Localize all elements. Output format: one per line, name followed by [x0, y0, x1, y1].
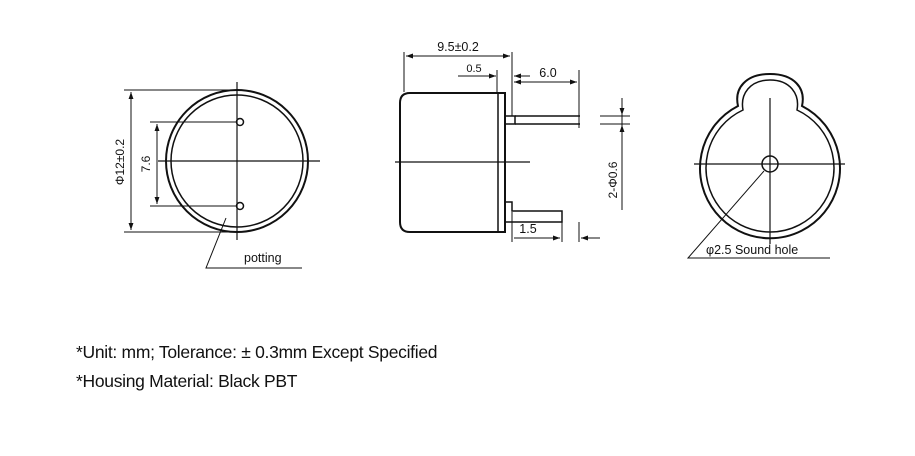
housing-material-note: *Housing Material: Black PBT [76, 371, 298, 391]
lower-pin [505, 201, 563, 223]
pin-diameter-label: 2-Φ0.6 [606, 161, 620, 198]
back-view: φ2.5 Sound hole [686, 72, 845, 259]
pin-bend-label: 1.5 [519, 222, 536, 236]
pin-bottom [235, 201, 245, 211]
housing-inner-outline [705, 79, 835, 233]
housing-outline-with-tab [699, 72, 841, 240]
housing-body [399, 92, 506, 233]
unit-tolerance-note: *Unit: mm; Tolerance: ± 0.3mm Except Spe… [76, 342, 438, 362]
pin-top [235, 117, 245, 127]
potting-leader-line [205, 217, 302, 269]
diameter-label: Φ12±0.2 [113, 139, 127, 186]
specification-notes: *Unit: mm; Tolerance: ± 0.3mm Except Spe… [76, 338, 437, 396]
pin-spacing-label: 7.6 [139, 155, 153, 172]
pin-length-label: 6.0 [539, 66, 556, 80]
side-view: 9.5±0.2 0.5 6.0 2-Φ0.6 1.5 [395, 40, 630, 242]
upper-pin [505, 115, 516, 125]
front-view: Φ12±0.2 7.6 potting [113, 82, 320, 269]
sound-hole-label: φ2.5 Sound hole [706, 243, 798, 257]
sound-hole [761, 155, 779, 173]
length-label: 9.5±0.2 [437, 40, 479, 54]
offset-label: 0.5 [466, 63, 481, 75]
potting-label: potting [244, 251, 282, 265]
sound-hole-leader-line [686, 170, 830, 259]
